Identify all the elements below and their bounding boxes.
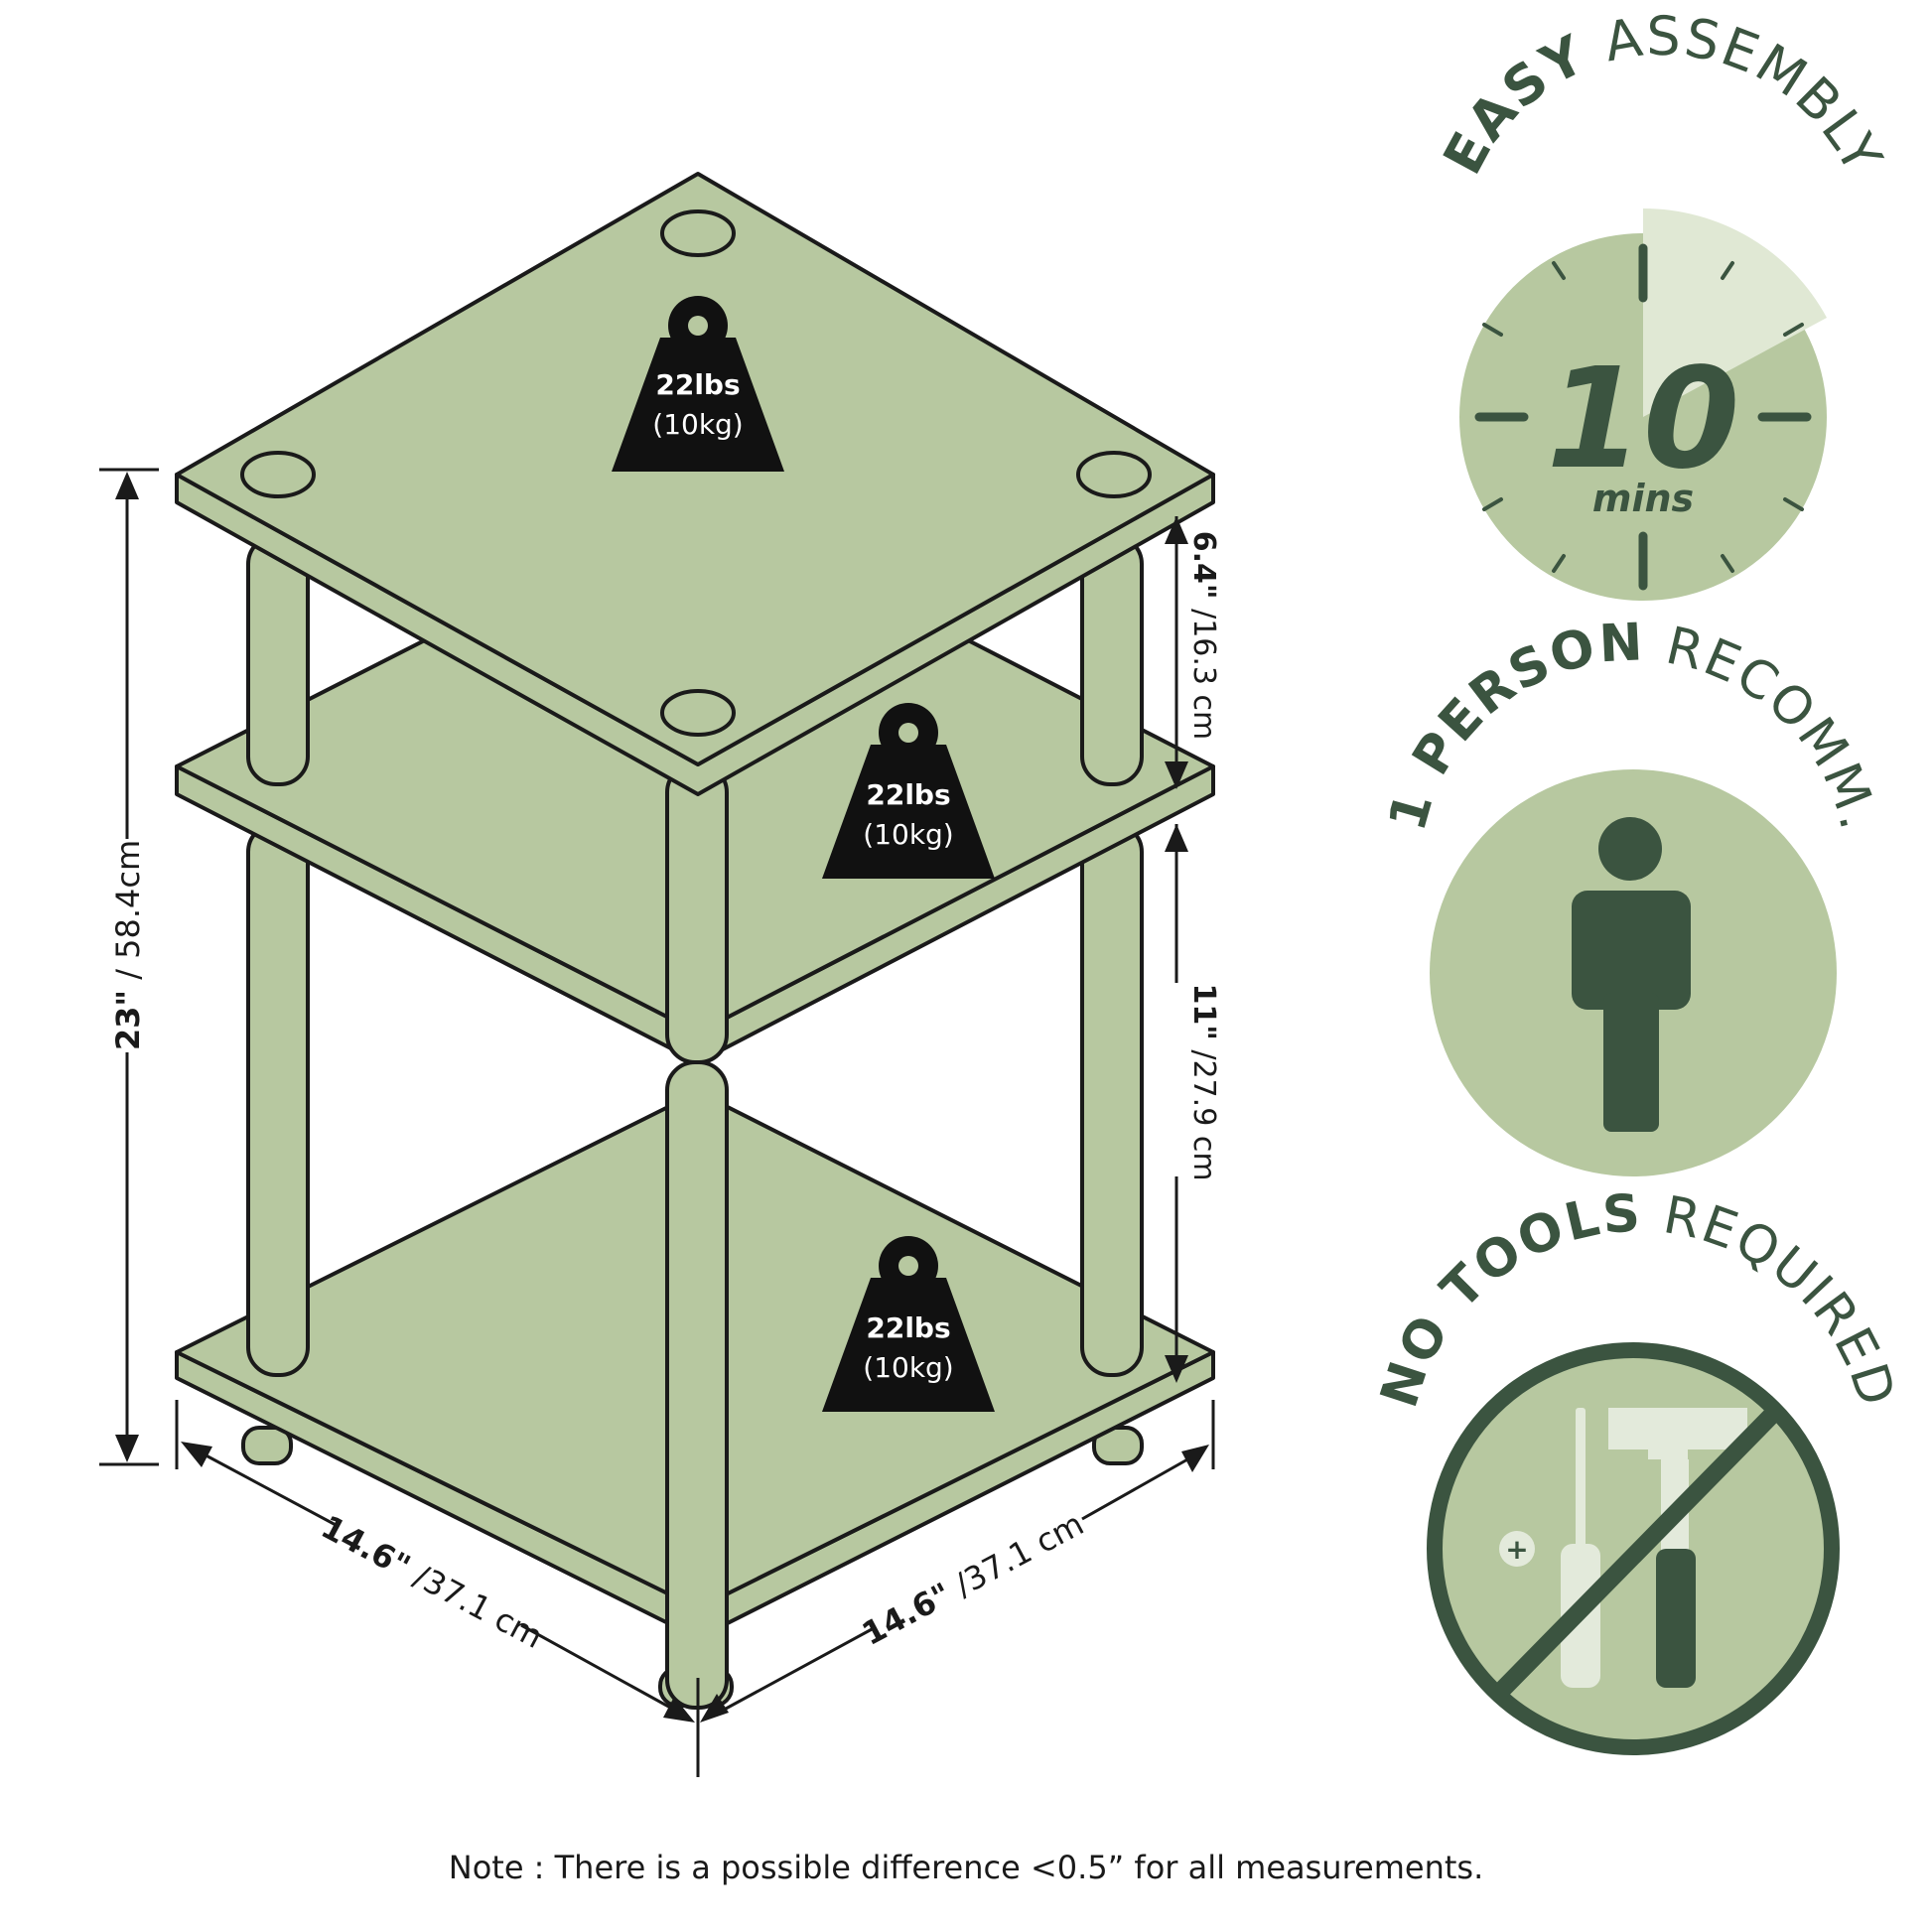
width-metric: /37.1 cm	[939, 1505, 1089, 1609]
leg-cap-top	[660, 209, 736, 257]
bottom-shelf-load-metric: (10kg)	[863, 1351, 953, 1384]
assembly-badge: EASY ASSEMBLY 10 mins	[1432, 5, 1895, 601]
width-imperial: 14.6"	[856, 1576, 957, 1653]
weight-icon-top: 22lbs (10kg)	[612, 296, 784, 472]
person-badge: 1 PERSON RECOMM.	[1378, 613, 1886, 1176]
height-label: 23" / 58.4cm	[109, 840, 147, 1050]
lower-gap-metric: /27.9 cm	[1186, 1040, 1221, 1181]
bottom-shelf-load: 22lbs	[866, 1311, 950, 1344]
leg-back-right-lower	[1080, 822, 1144, 1377]
shelf-unit	[175, 172, 1215, 1710]
leg-cap-right	[1076, 451, 1152, 498]
clock-wedge	[1643, 207, 1827, 417]
upper-gap-imperial: 6.4"	[1186, 531, 1221, 600]
weight-icon-middle: 22lbs (10kg)	[822, 703, 995, 879]
tools-badge: NO TOOLS REQUIRED +	[1370, 1183, 1904, 1755]
dimension-lines	[99, 468, 1215, 1777]
middle-shelf-load-metric: (10kg)	[863, 818, 953, 851]
assembly-unit: mins	[1592, 477, 1694, 520]
height-imperial: 23"	[109, 990, 147, 1050]
top-shelf-load: 22lbs	[655, 368, 740, 401]
assembly-time: 10	[1547, 339, 1740, 500]
svg-text:+: +	[1505, 1533, 1528, 1566]
leg-cap-left	[240, 451, 316, 498]
lower-gap-label: 11" /27.9 cm	[1186, 983, 1221, 1180]
person-icon	[1572, 817, 1691, 1132]
depth-metric: /37.1 cm	[399, 1552, 549, 1656]
leg-back-left-lower	[246, 822, 310, 1377]
lower-gap-imperial: 11"	[1186, 983, 1221, 1039]
leg-front-lower	[665, 1060, 729, 1710]
hammer-icon	[1608, 1408, 1747, 1688]
foot-left	[241, 1426, 293, 1465]
weight-icon-bottom: 22lbs (10kg)	[822, 1236, 995, 1412]
upper-gap-label: 6.4" /16.3 cm	[1186, 531, 1221, 740]
leg-front-upper	[665, 762, 729, 1064]
assembly-heading: EASY ASSEMBLY	[1432, 5, 1895, 185]
upper-gap-metric: /16.3 cm	[1186, 600, 1221, 741]
leg-cap-front	[660, 689, 736, 737]
middle-shelf-load: 22lbs	[866, 778, 950, 811]
top-shelf-load-metric: (10kg)	[652, 408, 743, 441]
no-tools-slash	[1495, 1406, 1781, 1697]
depth-imperial: 14.6"	[315, 1508, 416, 1586]
leg-back-left-upper	[246, 534, 310, 786]
measurement-note: Note : There is a possible difference <0…	[448, 1849, 1484, 1886]
height-metric: / 58.4cm	[109, 840, 147, 990]
